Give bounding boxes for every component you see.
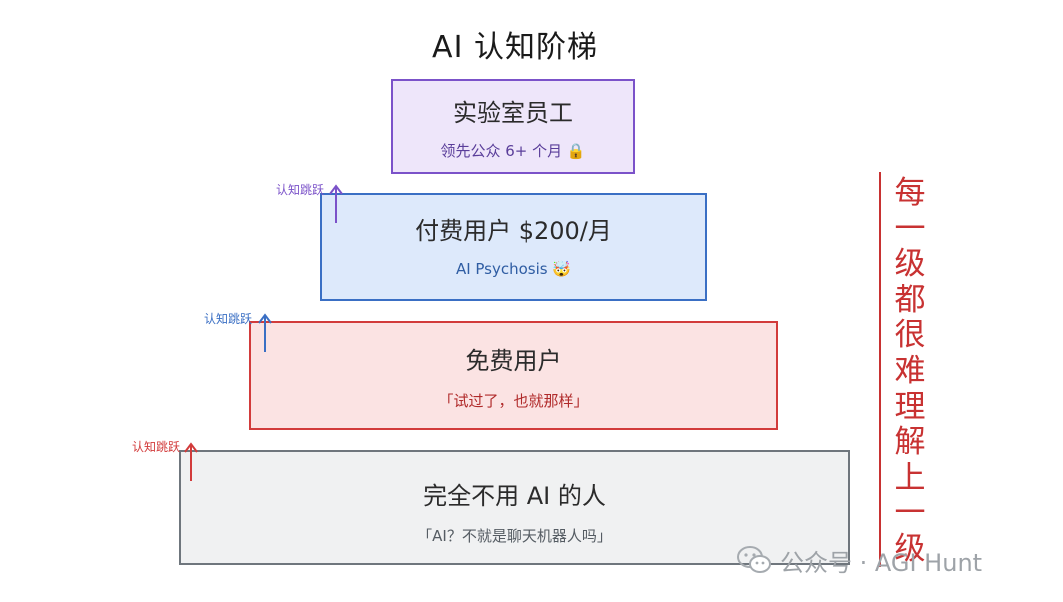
side-bracket-line <box>879 172 881 567</box>
watermark-text: 公众号 · AGI Hunt <box>780 548 983 577</box>
jump-label: 认知跳跃 <box>132 440 181 454</box>
up-arrow-icon <box>329 184 343 223</box>
wechat-icon <box>737 546 771 573</box>
jump-label: 认知跳跃 <box>204 312 253 326</box>
tier-subtitle: 领先公众 6+ 个月 🔒 <box>440 142 586 160</box>
up-arrow-icon <box>184 442 198 481</box>
jump-label: 认知跳跃 <box>276 183 325 197</box>
tier-title: 免费用户 <box>465 347 562 375</box>
tier-free-users: 免费用户 「试过了，也就那样」 <box>249 321 778 430</box>
tier-title: 完全不用 AI 的人 <box>423 482 606 510</box>
tier-subtitle: 「试过了，也就那样」 <box>438 392 589 410</box>
tier-lab-staff: 实验室员工 领先公众 6+ 个月 🔒 <box>391 79 635 174</box>
watermark: 公众号 · AGI Hunt <box>736 543 982 577</box>
tier-title: 实验室员工 <box>453 99 573 127</box>
side-note: 每一级都很难理解上一级 <box>894 175 926 567</box>
tier-non-users: 完全不用 AI 的人 「AI？不就是聊天机器人吗」 <box>179 450 850 565</box>
tier-subtitle: AI Psychosis 🤯 <box>455 260 572 278</box>
tier-title: 付费用户 $200/月 <box>415 217 612 245</box>
tier-subtitle: 「AI？不就是聊天机器人吗」 <box>417 527 612 545</box>
up-arrow-icon <box>258 313 272 352</box>
tier-paid-users: 付费用户 $200/月 AI Psychosis 🤯 <box>320 193 707 301</box>
diagram-title: AI 认知阶梯 <box>432 30 598 65</box>
